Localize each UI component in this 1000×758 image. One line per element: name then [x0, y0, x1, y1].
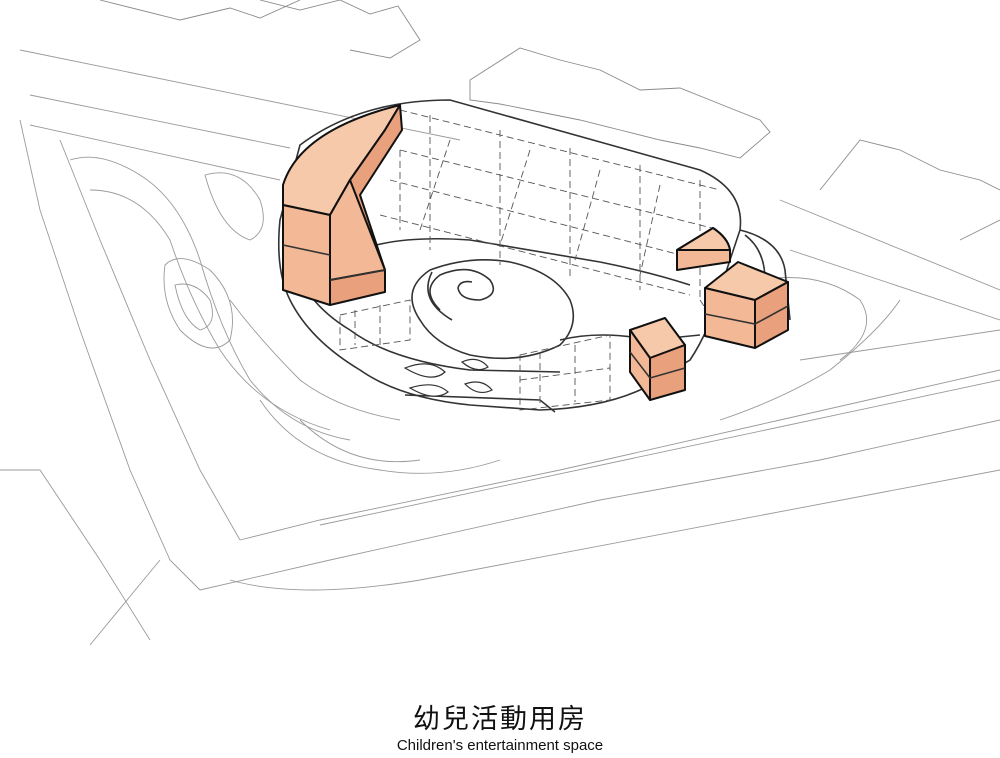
caption-title-chinese: 幼兒活動用房: [413, 704, 587, 735]
axonometric-site-diagram: [0, 0, 1000, 646]
caption-title-english: Children's entertainment space: [396, 737, 604, 754]
seating-elements: [403, 358, 493, 397]
site-lines: [0, 49, 1000, 646]
children-rooms: [282, 104, 789, 401]
context-buildings: [99, 0, 1000, 241]
room-curved-front: [282, 204, 331, 306]
